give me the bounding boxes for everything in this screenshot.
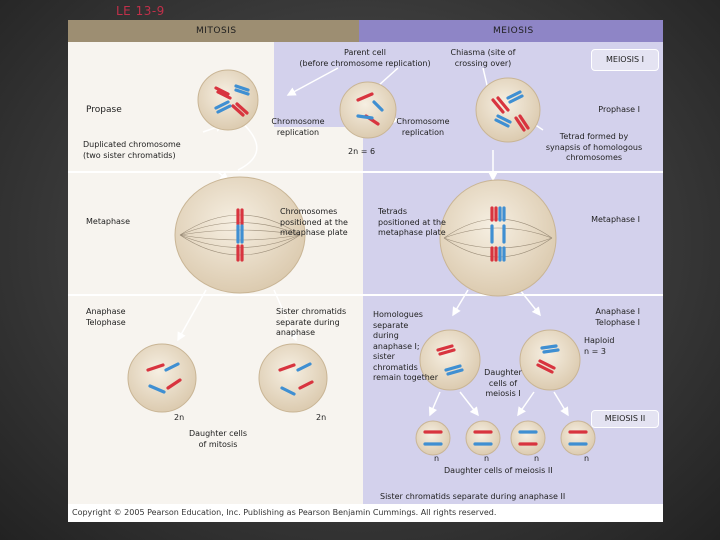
mitosis-metaphase-cell [174, 176, 306, 294]
spindle-fibers [179, 214, 553, 258]
meiosis-1-daughter-cell-1 [419, 329, 481, 391]
diploid-number-label: 2n = 6 [348, 147, 376, 156]
meiosis-2-cell-3 [510, 420, 546, 456]
diagram-graphics [127, 67, 596, 456]
stage-divider-metaphase [68, 294, 663, 296]
daughter-cells-meiosis-2-label: Daughter cells of meiosis II [444, 466, 553, 475]
meiosis-header-text: MEIOSIS [493, 26, 534, 36]
copyright-text: Copyright © 2005 Pearson Education, Inc.… [72, 508, 497, 517]
process-arrows [177, 67, 569, 417]
chromosome-replication-left-label: Chromosome replication [271, 117, 325, 137]
mitosis-header-text: MITOSIS [196, 26, 237, 36]
sister-chromatids-separate-label: Sister chromatids separate during anapha… [276, 307, 347, 337]
m2-arrow-2 [459, 391, 479, 417]
tetrads-positioned-label: Tetrads positioned at the metaphase plat… [378, 207, 446, 237]
meiosis-metaphase-cell [439, 179, 557, 297]
metaphase-1-label: Metaphase I [591, 215, 640, 224]
stage-divider-prophase [68, 171, 663, 173]
parent-arrow-left [286, 67, 339, 96]
meiosis-1-label: MEIOSIS I [605, 55, 645, 64]
meiosis-2-cell-2 [465, 420, 501, 456]
haploid-n-3: n [534, 454, 540, 463]
m2-arrow-4 [553, 391, 569, 417]
mitosis-header: MITOSIS [68, 20, 359, 42]
meiosis-header: MEIOSIS [359, 20, 663, 42]
mitosis-prophase-cell [197, 69, 259, 131]
m2-arrow-1 [428, 391, 441, 417]
mitosis-split-left [177, 289, 207, 342]
mitosis-daughter-cell-2 [258, 343, 328, 413]
mitosis-daughter-cell-1 [127, 343, 197, 413]
figure-panel: MITOSIS MEIOSIS MEIOSIS I MEIOSIS II [68, 20, 663, 522]
anaphase-telophase-1-label: Anaphase I Telophase I [595, 307, 640, 327]
sister-chromatids-anaphase-2-label: Sister chromatids separate during anapha… [380, 492, 566, 501]
meiosis-1-daughter-cell-2 [519, 329, 581, 391]
chromosomes-positioned-label: Chromosomes positioned at the metaphase … [280, 207, 348, 237]
daughter-cells-mitosis-label: Daughter cells of mitosis [188, 429, 248, 449]
daughter-cells-meiosis-1-label: Daughter cells of meiosis I [484, 368, 522, 398]
prophase-label: Propase [86, 105, 122, 115]
meiosis-split-left [452, 289, 469, 317]
mitosis-split-right [273, 289, 298, 342]
mitosis-2n-right: 2n [316, 413, 327, 422]
chiasma-label: Chiasma (site of crossing over) [450, 48, 516, 68]
m2-arrow-3 [517, 391, 535, 417]
metaphase-label: Metaphase [86, 217, 131, 226]
haploid-n-1: n [434, 454, 440, 463]
homologues-separate-label: Homologues separate during anaphase I; s… [373, 310, 439, 382]
haploid-label: Haploid n = 3 [584, 336, 615, 356]
anaphase-telophase-label: Anaphase Telophase [86, 307, 126, 327]
prophase-1-label: Prophase I [598, 105, 640, 114]
tetrad-formed-label: Tetrad formed by synapsis of homologous … [545, 132, 643, 162]
meiosis-2-label: MEIOSIS II [604, 414, 646, 423]
duplicated-chromosome-label: Duplicated chromosome (two sister chroma… [83, 140, 181, 160]
meiosis-2-cell-4 [560, 420, 596, 456]
parent-cell-label: Parent cell (before chromosome replicati… [299, 48, 431, 68]
copyright-bar: Copyright © 2005 Pearson Education, Inc.… [68, 504, 663, 522]
chromosomes [146, 84, 588, 446]
meiosis-2-cell-1 [415, 420, 451, 456]
chromosome-replication-right-label: Chromosome replication [396, 117, 450, 137]
meiosis-1-box: MEIOSIS I [591, 49, 659, 71]
meiosis-2-box: MEIOSIS II [591, 410, 659, 428]
figure-label: LE 13-9 [116, 4, 165, 18]
cells [127, 69, 596, 456]
mitosis-2n-left: 2n [174, 413, 185, 422]
haploid-n-2: n [484, 454, 490, 463]
meiosis-split-right [519, 289, 541, 317]
parent-cell [339, 81, 397, 139]
haploid-n-4: n [584, 454, 590, 463]
